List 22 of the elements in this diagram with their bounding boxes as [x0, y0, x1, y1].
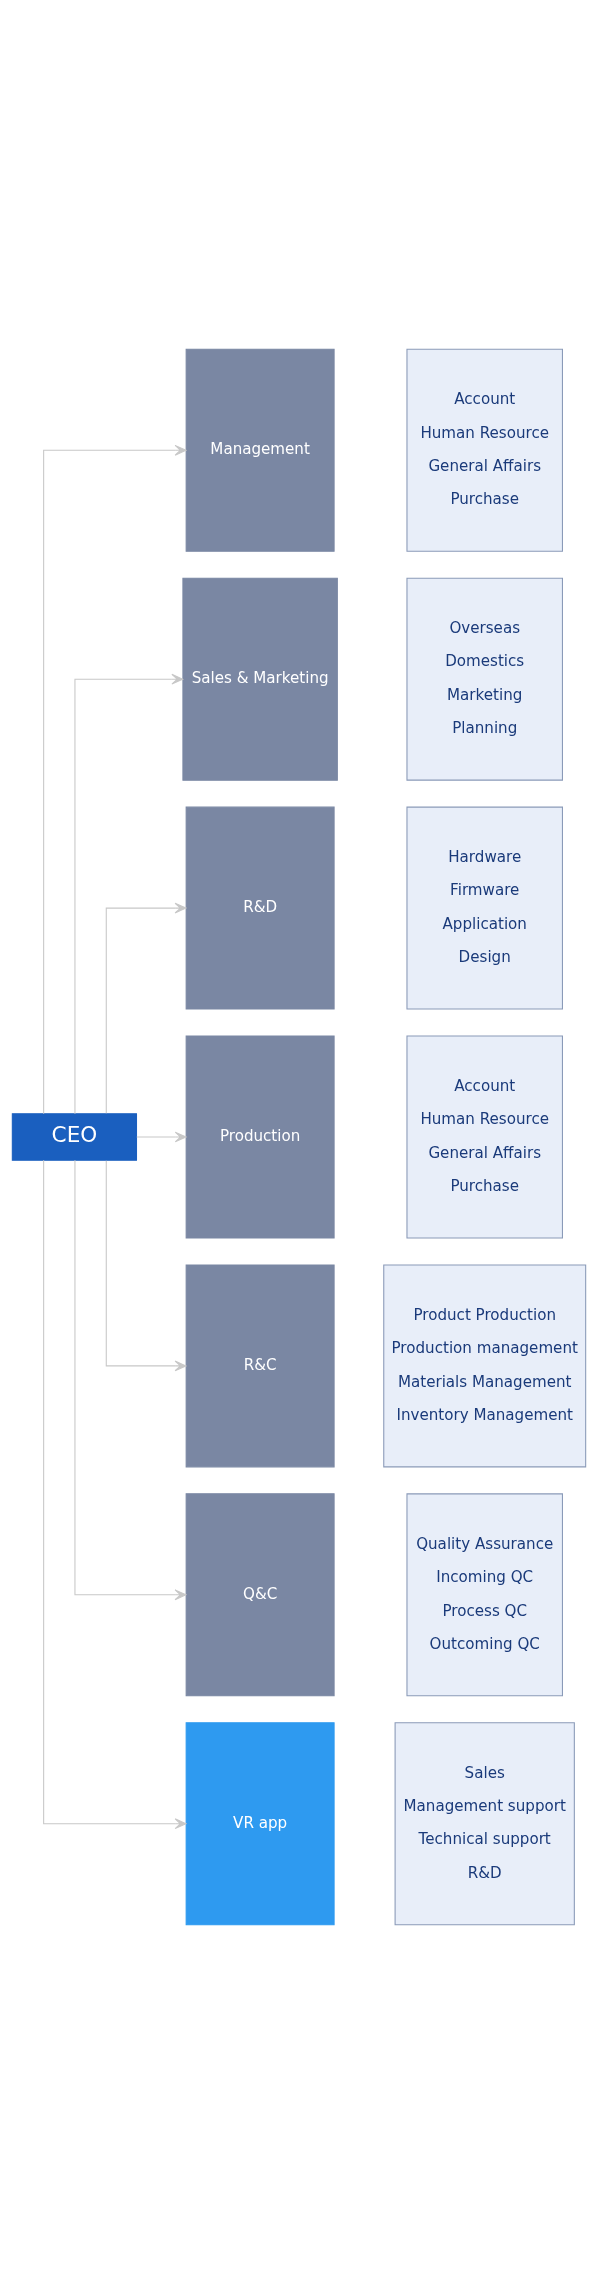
node-box: Quality Assurance Incoming QC Process QC Outcoming QC	[406, 1492, 563, 1696]
node-box: Sales Management support Technical support R&D	[394, 1721, 575, 1925]
node-box: Overseas Domestics Marketing Planning	[406, 577, 563, 781]
node-box: Production	[185, 1035, 335, 1238]
node-box: R&C	[185, 1263, 335, 1467]
arrow	[43, 1159, 187, 1829]
node-box: Q&C	[185, 1492, 335, 1696]
arrow	[74, 1159, 187, 1600]
arrow	[105, 1159, 187, 1371]
node-box: Hardware Firmware Application Design	[406, 806, 563, 1010]
node-box: Account Human Resource General Affairs Purchase	[406, 348, 563, 552]
node-box: Product Production Production management Materials Management Inventory Management	[383, 1263, 587, 1467]
node-box: Sales & Marketing	[182, 577, 338, 781]
arrow	[43, 444, 187, 1114]
node-box: CEO	[11, 1112, 138, 1161]
arrow	[74, 673, 184, 1114]
arrow	[105, 902, 187, 1114]
arrow	[136, 1131, 187, 1142]
node-box: VR app	[185, 1721, 335, 1925]
node-box: Management	[185, 348, 335, 552]
node-box: R&D	[185, 806, 335, 1010]
node-box: Account Human Resource General Affairs Purchase	[406, 1035, 563, 1238]
